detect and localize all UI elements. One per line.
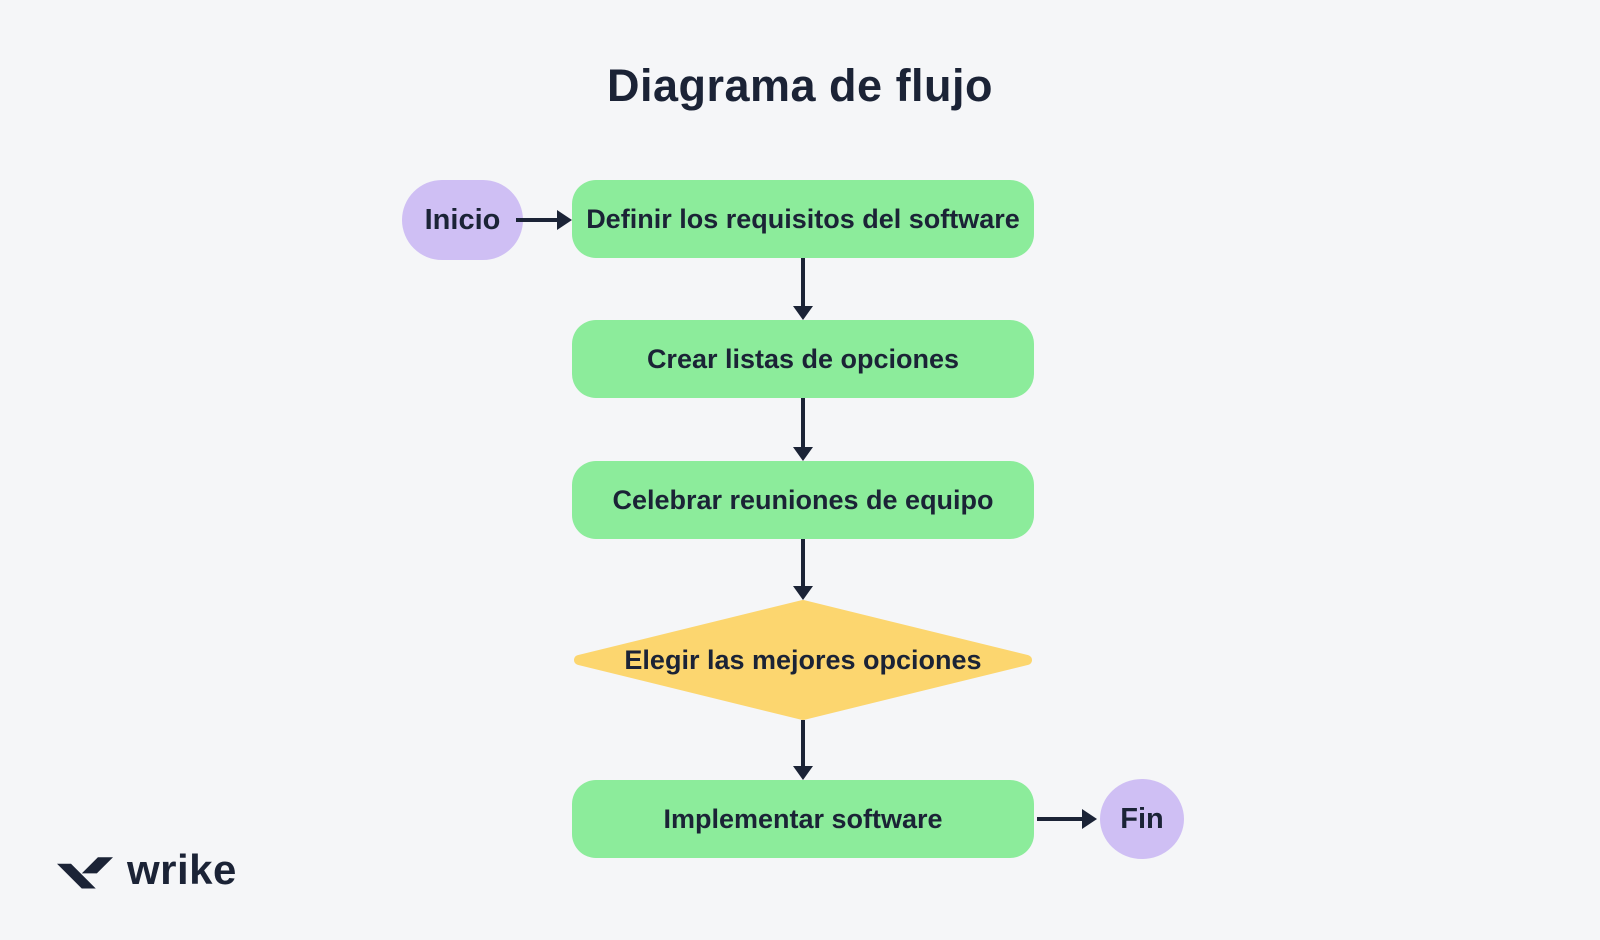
node-step-implementar: Implementar software — [572, 780, 1034, 858]
arrowhead-step2-to-step3 — [793, 447, 813, 461]
arrowhead-step5-to-end — [1082, 809, 1097, 829]
node-decision-elegir: Elegir las mejores opciones — [572, 600, 1034, 720]
node-start-label: Inicio — [424, 203, 501, 236]
arrow-step5-to-end — [1037, 817, 1083, 821]
node-decision-elegir-label: Elegir las mejores opciones — [624, 644, 982, 675]
node-step-definir: Definir los requisitos del software — [572, 180, 1034, 258]
node-step-celebrar: Celebrar reuniones de equipo — [572, 461, 1034, 539]
node-start: Inicio — [402, 180, 523, 260]
arrow-step2-to-step3 — [801, 398, 805, 447]
arrow-step3-to-decision — [801, 539, 805, 586]
node-step-crear: Crear listas de opciones — [572, 320, 1034, 398]
arrowhead-step3-to-decision — [793, 586, 813, 600]
node-step-celebrar-label: Celebrar reuniones de equipo — [612, 484, 994, 515]
wrike-double-check-icon — [57, 857, 113, 889]
arrowhead-decision-to-step5 — [793, 766, 813, 780]
node-end: Fin — [1100, 779, 1184, 859]
page-title: Diagrama de flujo — [606, 60, 994, 111]
arrow-step1-to-step2 — [801, 258, 805, 306]
diamond-shape — [574, 600, 1032, 720]
arrowhead-step1-to-step2 — [793, 306, 813, 320]
brand-logo-text: wrike — [127, 846, 237, 893]
arrowhead-start-to-step1 — [557, 210, 572, 230]
node-step-implementar-label: Implementar software — [663, 803, 943, 834]
node-step-crear-label: Crear listas de opciones — [646, 343, 960, 374]
arrow-start-to-step1 — [516, 218, 558, 222]
node-end-label: Fin — [1120, 802, 1164, 835]
arrow-decision-to-step5 — [801, 720, 805, 766]
node-step-definir-label: Definir los requisitos del software — [586, 203, 1020, 234]
brand-logo: wrike — [57, 845, 237, 891]
